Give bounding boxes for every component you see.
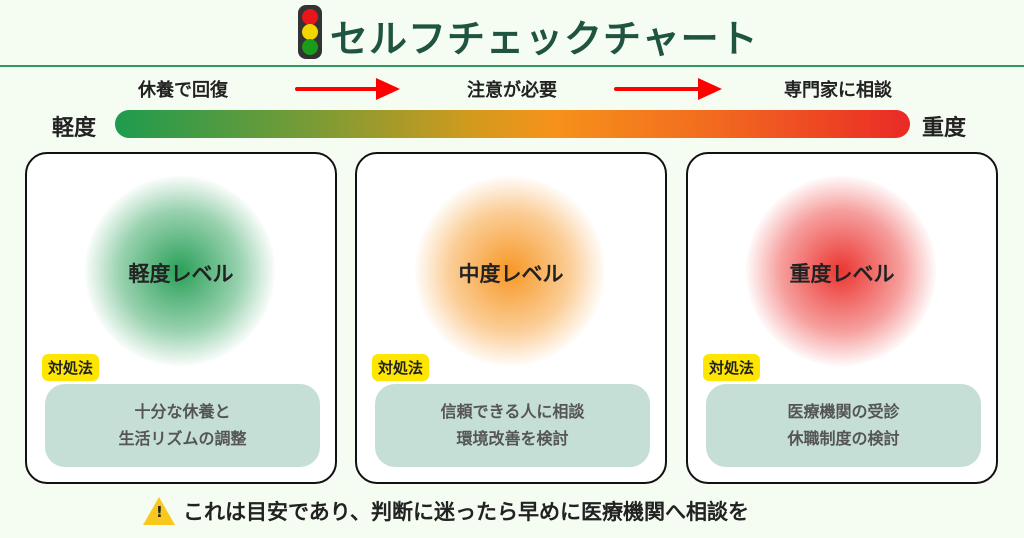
level-title: 軽度レベル (128, 262, 234, 286)
advice-box: 医療機関の受診休職制度の検討 (706, 384, 981, 467)
scale-label-caution: 注意が必要 (467, 80, 557, 101)
level-glow (746, 176, 936, 366)
arrow-right-icon (295, 78, 400, 100)
card-mild: 軽度レベル 対処法 十分な休養と生活リズムの調整 (25, 152, 337, 484)
traffic-light-icon (298, 5, 322, 59)
footer-text: これは目安であり、判断に迷ったら早めに医療機関へ相談を (183, 500, 749, 524)
scale-label-rest: 休養で回復 (138, 80, 228, 101)
level-glow (85, 176, 275, 366)
card-moderate: 中度レベル 対処法 信頼できる人に相談環境改善を検討 (355, 152, 667, 484)
warning-icon: ! (143, 497, 175, 525)
severity-gradient-bar (115, 110, 910, 138)
advice-box: 信頼できる人に相談環境改善を検討 (375, 384, 650, 467)
advice-line: 環境改善を検討 (456, 429, 569, 448)
scale-label-consult: 専門家に相談 (784, 80, 892, 101)
badge: 対処法 (42, 354, 100, 381)
advice-line: 十分な休養と (134, 402, 231, 421)
badge: 対処法 (372, 354, 430, 381)
advice-line: 信頼できる人に相談 (440, 402, 585, 421)
advice-line: 休職制度の検討 (787, 429, 900, 448)
arrow-right-icon (614, 78, 722, 100)
card-severe: 重度レベル 対処法 医療機関の受診休職制度の検討 (686, 152, 998, 484)
advice-line: 生活リズムの調整 (118, 429, 247, 448)
badge: 対処法 (703, 354, 761, 381)
page-title: セルフチェックチャート (330, 17, 759, 61)
advice-line: 医療機関の受診 (787, 402, 900, 421)
advice-box: 十分な休養と生活リズムの調整 (45, 384, 320, 467)
level-title: 中度レベル (458, 262, 564, 286)
divider (0, 65, 1024, 67)
footer-note: ! これは目安であり、判断に迷ったら早めに医療機関へ相談を (143, 496, 749, 526)
scale-left-label: 軽度 (52, 116, 97, 141)
scale-right-label: 重度 (922, 116, 967, 141)
level-glow (415, 176, 605, 366)
level-title: 重度レベル (789, 262, 895, 286)
